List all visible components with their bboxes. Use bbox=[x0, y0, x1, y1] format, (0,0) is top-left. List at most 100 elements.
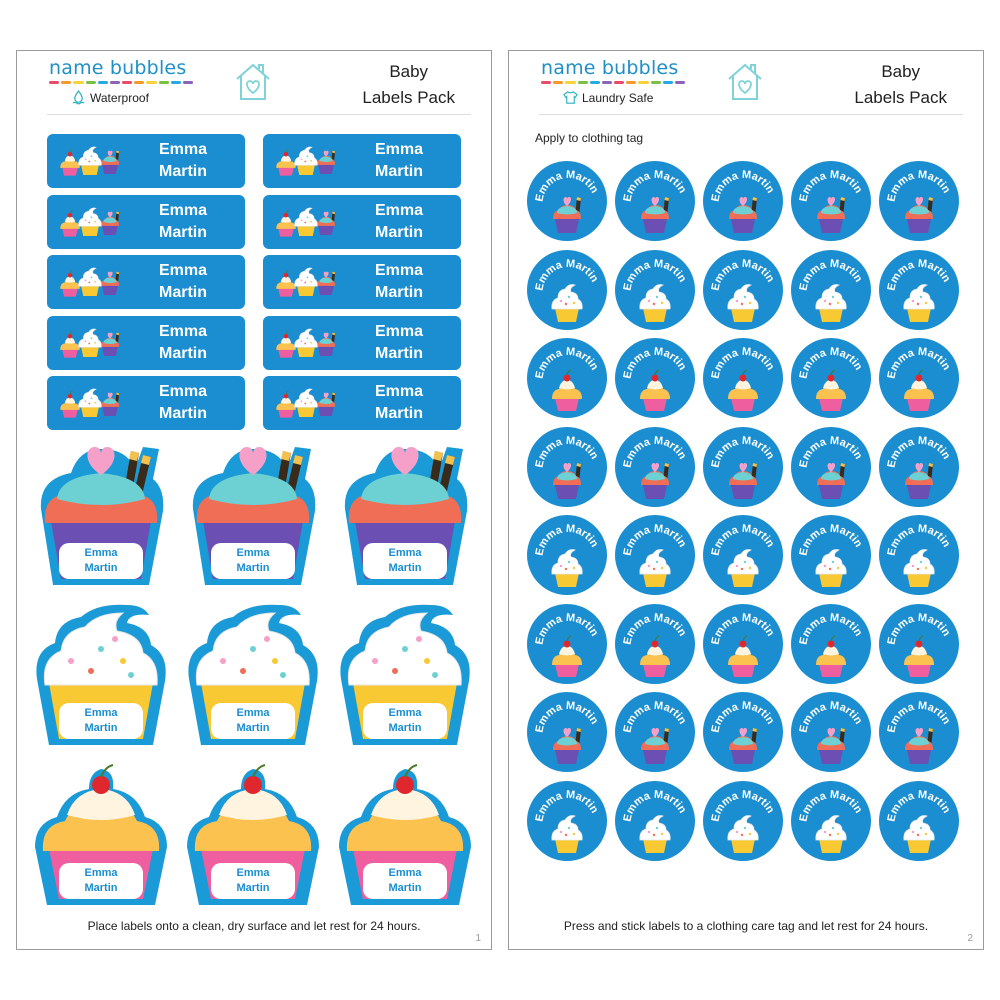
round-name-label: Emma Martin bbox=[703, 603, 783, 684]
last-name: Martin bbox=[159, 344, 207, 362]
brand-dot bbox=[650, 81, 661, 84]
sheet-header: name bubbles Waterproof Baby Labels Pack bbox=[17, 51, 491, 117]
last-name: Martin bbox=[84, 722, 118, 734]
last-name: Martin bbox=[375, 344, 423, 362]
brand-dot bbox=[109, 81, 121, 84]
cupcake-heart-icon bbox=[635, 722, 675, 766]
cupcakes-icon bbox=[57, 141, 123, 181]
last-name: Martin bbox=[388, 562, 422, 574]
first-name: Emma bbox=[236, 547, 270, 559]
cupcake-swirl-icon bbox=[899, 545, 939, 589]
round-name-label: Emma Martin bbox=[615, 338, 695, 418]
cupcake-swirl-icon bbox=[723, 545, 763, 589]
first-name: Emma bbox=[374, 262, 424, 279]
brand-dot bbox=[134, 81, 145, 84]
cupcake-heart-icon bbox=[899, 457, 939, 501]
sheet-header: name bubbles Laundry Safe Baby Labels Pa… bbox=[509, 51, 983, 117]
title-line2: Labels Pack bbox=[362, 88, 455, 107]
brand-dot bbox=[61, 81, 72, 84]
brand-dot bbox=[626, 81, 637, 84]
cupcake-cherry-icon bbox=[899, 634, 939, 678]
cupcake-swirl-icon bbox=[547, 545, 587, 589]
brand-dot bbox=[614, 81, 625, 84]
sheet-waterproof: name bubbles Waterproof Baby Labels Pack bbox=[16, 50, 492, 950]
cupcake-swirl-icon bbox=[899, 280, 939, 324]
cupcake-cherry-icon bbox=[635, 634, 675, 678]
cupcake-heart-icon bbox=[547, 457, 587, 501]
first-name: Emma bbox=[388, 867, 422, 879]
brand-dot bbox=[85, 81, 96, 84]
first-name: Emma bbox=[374, 322, 424, 340]
brand-dot bbox=[638, 81, 649, 84]
brand-dots bbox=[49, 81, 194, 84]
sheet-laundry-safe: name bubbles Laundry Safe Baby Labels Pa… bbox=[508, 50, 984, 950]
cupcake-heart-icon bbox=[811, 191, 851, 235]
last-name: Martin bbox=[375, 163, 423, 180]
brand-dot bbox=[182, 81, 194, 84]
first-name: Emma bbox=[374, 141, 424, 158]
cupcakes-icon bbox=[57, 262, 123, 302]
apply-instruction: Apply to clothing tag bbox=[535, 131, 644, 145]
round-name-label: Emma Martin bbox=[527, 426, 607, 507]
round-name-label: Emma Martin bbox=[615, 426, 695, 507]
round-name-label: Emma Martin bbox=[791, 603, 871, 684]
brand-dot bbox=[146, 81, 157, 84]
cupcake-cherry-icon bbox=[811, 368, 851, 412]
last-name: Martin bbox=[159, 284, 207, 301]
cupcake-heart-icon bbox=[547, 722, 587, 766]
round-name-label: Emma Martin bbox=[527, 161, 607, 241]
cupcakes-icon bbox=[273, 262, 339, 302]
round-name-label: Emma Martin bbox=[615, 780, 695, 861]
divider bbox=[47, 114, 471, 115]
cupcakes-icon bbox=[57, 383, 123, 423]
brand-dot bbox=[158, 81, 169, 84]
cupcake-cherry-icon bbox=[635, 368, 675, 412]
last-name: Martin bbox=[236, 722, 270, 734]
round-name-label: Emma Martin bbox=[703, 780, 783, 861]
brand-logo: name bubbles Laundry Safe bbox=[541, 57, 691, 105]
round-name-label: Emma Martin bbox=[527, 603, 607, 684]
cupcakes-icon bbox=[273, 202, 339, 242]
cupcake-swirl-icon bbox=[547, 811, 587, 855]
cupcake-swirl-icon bbox=[635, 280, 675, 324]
round-name-label: Emma Martin bbox=[703, 692, 783, 772]
first-name: Emma bbox=[84, 707, 118, 719]
cupcake-heart-icon bbox=[635, 191, 675, 235]
pack-title: Baby Labels Pack bbox=[362, 59, 455, 111]
cupcake-swirl-icon bbox=[723, 280, 763, 324]
round-name-label: Emma Martin bbox=[527, 515, 607, 595]
last-name: Martin bbox=[159, 223, 207, 241]
cupcakes-icon bbox=[57, 323, 123, 363]
cupcake-swirl-icon bbox=[635, 545, 675, 589]
round-name-label: Emma Martin bbox=[879, 780, 959, 861]
brand-dot bbox=[553, 81, 564, 84]
round-name-label: Emma Martin bbox=[791, 515, 871, 595]
cupcake-cherry-icon bbox=[547, 634, 587, 678]
cupcake-heart-icon bbox=[811, 457, 851, 501]
first-name: Emma bbox=[236, 867, 270, 879]
badge: Laundry Safe bbox=[563, 90, 691, 105]
cupcake-heart-icon bbox=[723, 457, 763, 501]
cupcake-cherry-icon bbox=[811, 634, 851, 678]
title-line1: Baby bbox=[389, 62, 429, 81]
first-name: Emma bbox=[158, 141, 208, 158]
cupcake-swirl-icon bbox=[811, 280, 851, 324]
